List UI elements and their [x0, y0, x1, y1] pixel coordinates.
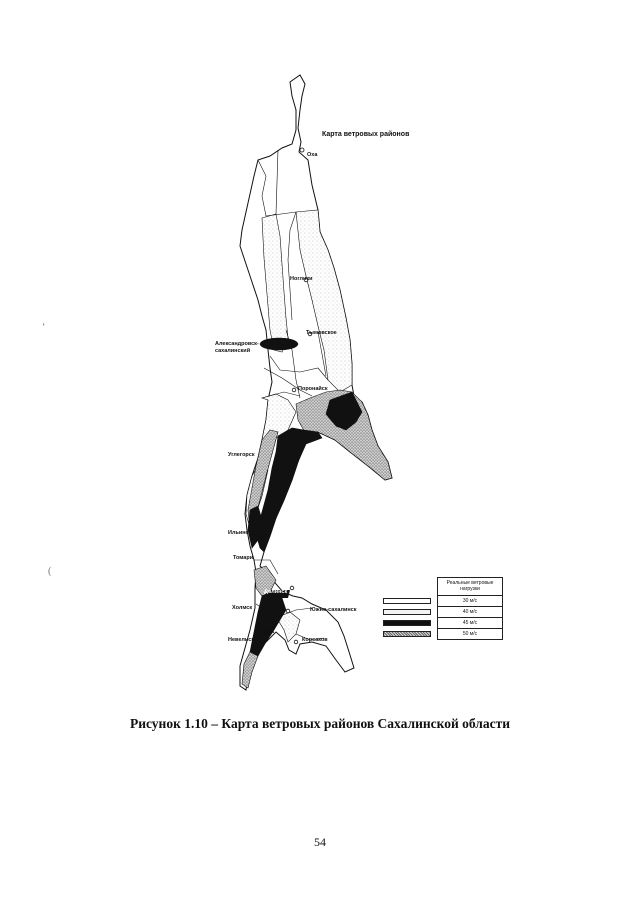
legend-swatch-30	[383, 598, 431, 604]
zone-45-central	[255, 427, 323, 553]
legend-row-50: 50 м/с	[383, 629, 504, 640]
legend-swatch-40	[383, 609, 431, 615]
city-label-poronaysk: Поронайск	[298, 386, 328, 392]
poronaysk-marker	[291, 387, 297, 393]
figure-caption: Рисунок 1.10 – Карта ветровых районов Са…	[129, 716, 511, 731]
city-markers	[285, 147, 313, 645]
legend-row-45: 45 м/с	[383, 618, 504, 629]
legend-swatch-50	[383, 631, 431, 637]
legend-label-30: 30 м/с	[437, 596, 503, 607]
city-label-yuzhno: Южно-сахалинск	[310, 607, 357, 613]
city-label-nevelsk: Невельск	[228, 637, 255, 643]
zone-40-east	[295, 209, 353, 393]
legend-row-30: 30 м/с	[383, 596, 504, 607]
legend-header: Реальные ветровые нагрузки	[437, 577, 503, 596]
page-number: 54	[314, 835, 326, 849]
city-label-uglegorsk: Углегорск	[228, 452, 255, 458]
legend-row-40: 40 м/с	[383, 607, 504, 618]
zone-50-south	[253, 565, 277, 597]
legend-label-50: 50 м/с	[437, 629, 503, 640]
scan-mark: ‘	[42, 322, 46, 333]
dolinsk-marker	[289, 585, 295, 591]
nogliki-marker	[303, 277, 309, 283]
city-label-okha: Оха	[307, 152, 318, 158]
city-label-aniva: Анива	[257, 629, 275, 635]
district-borders	[254, 149, 329, 641]
yuzhno-marker	[285, 608, 291, 614]
korsakov-marker	[293, 639, 299, 645]
okha-marker	[299, 147, 305, 153]
zone-45-east	[325, 391, 363, 431]
scan-mark: (	[48, 566, 52, 577]
city-label-korsakov: Корсаков	[302, 637, 328, 643]
city-label-ilyinsk: Ильинск	[228, 530, 252, 536]
legend-label-45: 45 м/с	[437, 618, 503, 629]
zone-45-dolinsk	[270, 590, 290, 598]
city-label-tomari: Томари	[233, 555, 254, 561]
city-label-tymovskoe: Тымовское	[306, 330, 337, 336]
map-legend: Реальные ветровые нагрузки 30 м/с 40 м/с…	[383, 577, 504, 653]
city-label-kholmsk: Холмск	[232, 605, 253, 611]
city-label-dolinsk: Долинск	[264, 589, 288, 595]
zone-45-aleksandrovsk	[259, 337, 299, 351]
city-label-nogliki: Ноглики	[290, 276, 313, 282]
legend-label-40: 40 м/с	[437, 607, 503, 618]
zone-45-west	[247, 505, 263, 549]
tymovskoe-marker	[307, 331, 313, 337]
legend-swatch-45	[383, 620, 431, 626]
city-label-aleksandrovsk: Александровск- сахалинский	[215, 341, 259, 354]
map-title: Карта ветровых районов	[322, 131, 410, 138]
